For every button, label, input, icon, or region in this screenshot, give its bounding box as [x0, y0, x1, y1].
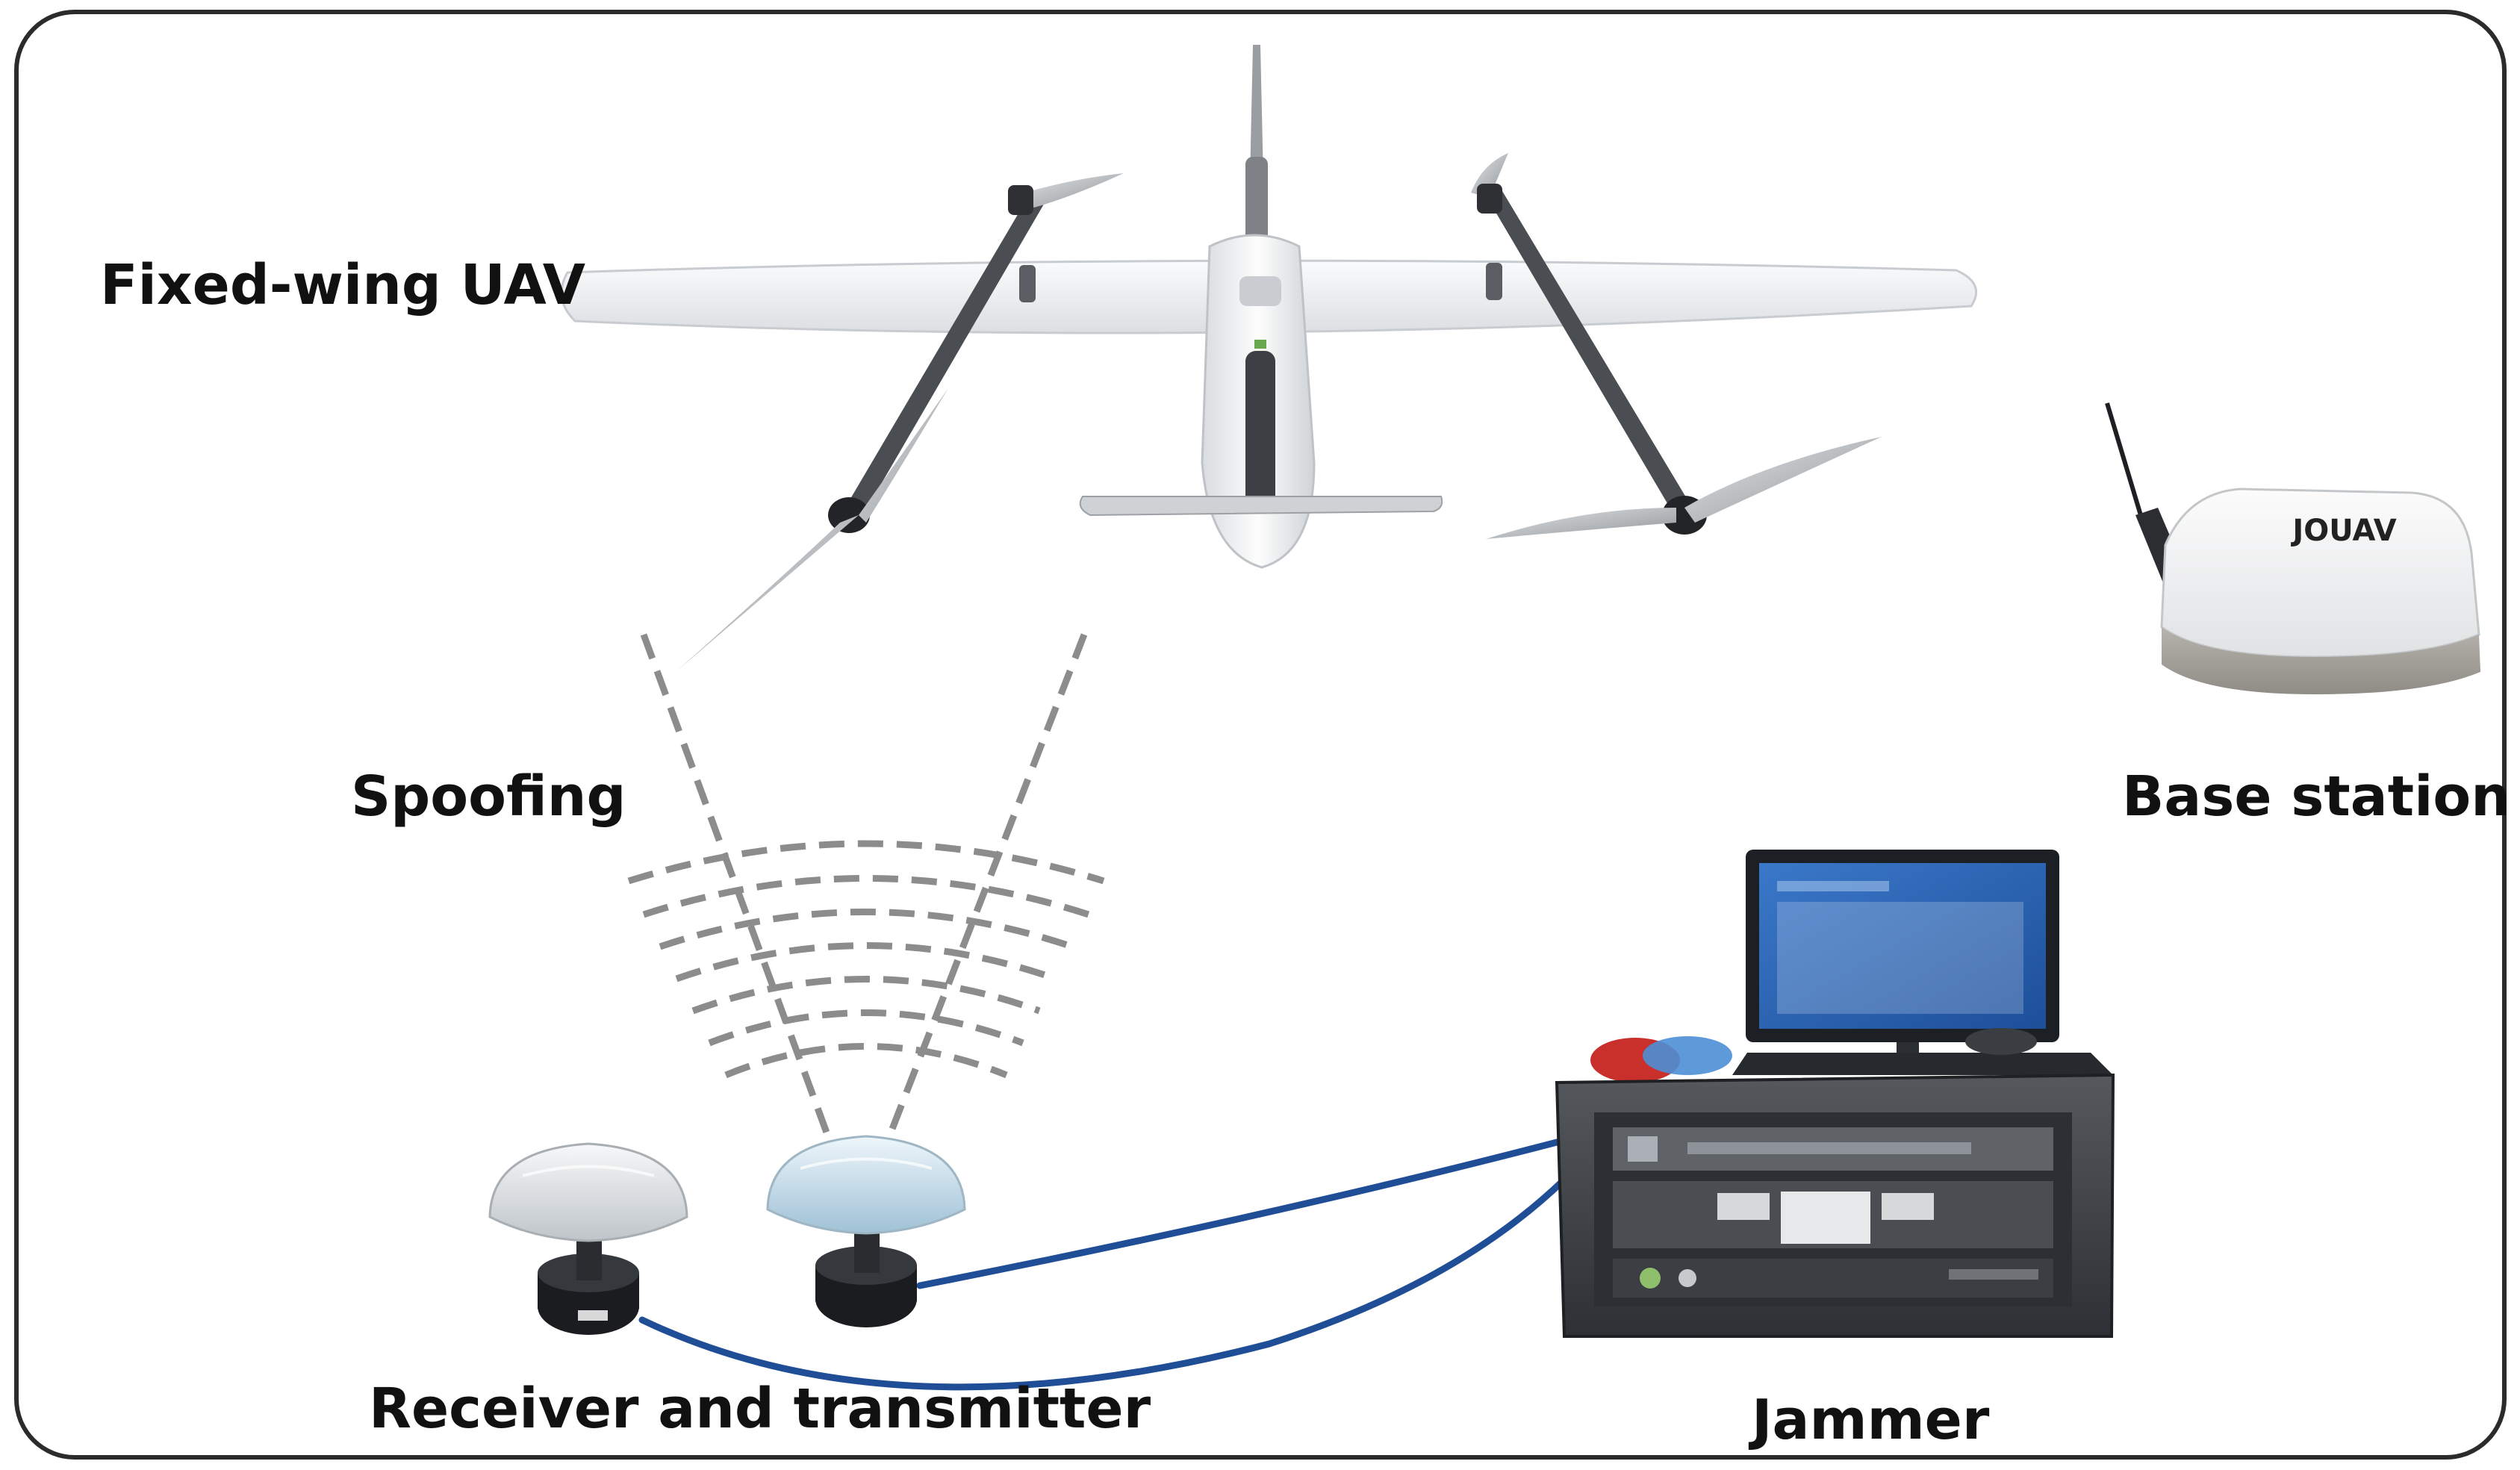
- gnss-antenna-icon: [766, 1135, 966, 1327]
- diagram-frame: [14, 10, 2507, 1460]
- base-station-label: Base station: [2122, 764, 2510, 829]
- spoofing-signal-icon: [627, 633, 1105, 1140]
- receiver-transmitter-label: Receiver and transmitter: [369, 1377, 1151, 1441]
- jammer-label: Jammer: [1752, 1388, 1990, 1452]
- jammer-rack-with-laptop-icon: [1555, 850, 2115, 1338]
- fixed-wing-vtol-drone-icon: [560, 45, 1978, 672]
- gnss-base-station-icon: JOUAV: [2105, 402, 2480, 694]
- uav-label: Fixed-wing UAV: [100, 253, 585, 317]
- spoofing-label: Spoofing: [351, 764, 626, 829]
- coax-cable: [638, 1139, 1568, 1391]
- gnss-antenna-icon: [488, 1142, 688, 1335]
- base-brand-logo: JOUAV: [2290, 514, 2396, 548]
